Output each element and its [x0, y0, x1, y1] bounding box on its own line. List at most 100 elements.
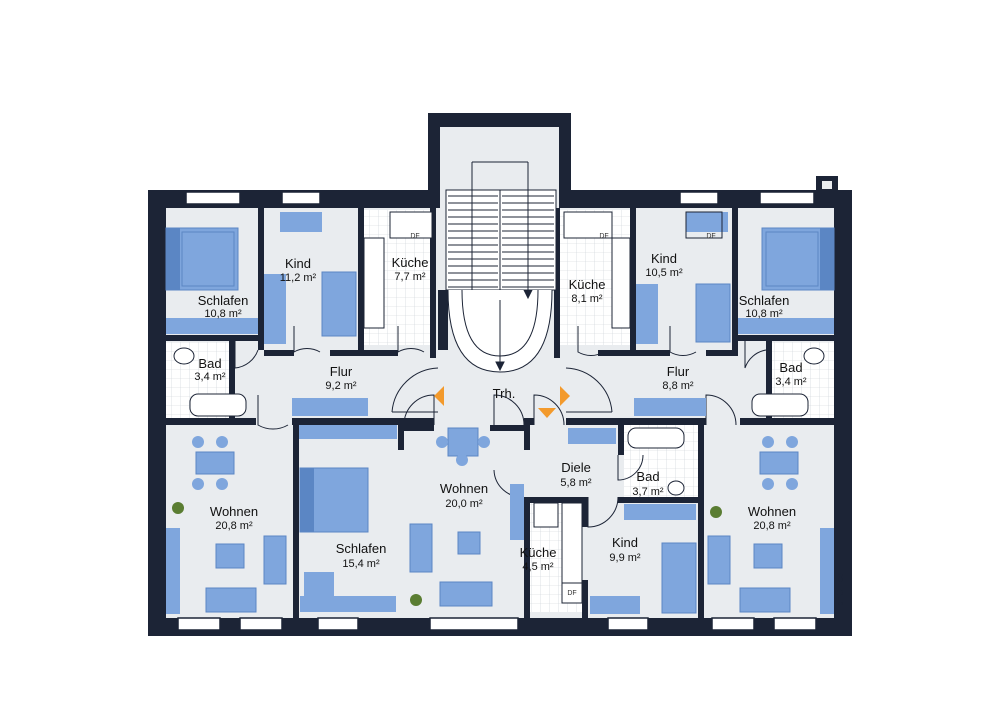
room-name-bad-right: Bad — [779, 360, 802, 375]
room-area-schlafen-mid: 15,4 m² — [342, 558, 380, 570]
room-name-schlafen-right: Schlafen — [739, 293, 790, 308]
coffee-table-left — [215, 543, 245, 569]
room-area-diele: 5,8 m² — [560, 477, 592, 489]
bathtub-mid — [627, 427, 685, 449]
stair-arrows — [434, 386, 570, 418]
wardrobe-kind-left — [264, 274, 286, 344]
counter-mid-top — [533, 502, 559, 528]
sofa-mid — [439, 581, 493, 607]
dining-set-left — [192, 436, 235, 490]
counter-left-top — [389, 211, 433, 239]
room-name-wohnen-mid: Wohnen — [440, 481, 488, 496]
room-name-kueche-left: Küche — [392, 255, 429, 270]
room-name-flur-left: Flur — [330, 364, 353, 379]
desk-kind-right — [686, 212, 728, 232]
bed-kind-left — [321, 271, 357, 337]
furniture — [165, 211, 835, 614]
df-label: DF — [567, 590, 576, 597]
room-area-kueche-left: 7,7 m² — [394, 271, 426, 283]
sofa-right-bottom — [739, 587, 791, 613]
room-area-kueche-mid: 4,5 m² — [522, 561, 554, 573]
tv-unit-mid — [510, 484, 524, 540]
bench-schlafen-mid — [300, 596, 396, 612]
df-label: DF — [599, 233, 608, 240]
wardrobe-schlafen-right — [738, 318, 834, 334]
room-name-kind-mid: Kind — [612, 535, 638, 550]
bed-schlafen-mid — [299, 467, 369, 533]
plant-left — [172, 502, 184, 514]
bathtub-left — [189, 393, 247, 417]
room-name-kueche-right: Küche — [569, 277, 606, 292]
df-label: DF — [706, 233, 715, 240]
bathtub-right — [751, 393, 809, 417]
toilet-left — [173, 347, 195, 365]
wardrobe-kind-mid — [624, 504, 696, 520]
room-name-kind-left: Kind — [285, 256, 311, 271]
dining-set-right — [759, 436, 799, 490]
desk-kind-left — [280, 212, 322, 232]
wardrobe-kind-right — [636, 284, 658, 344]
sofa-left-bottom — [205, 587, 257, 613]
sofa-right — [707, 535, 731, 585]
room-labels: Schlafen 10,8 m² Kind 11,2 m² Küche 7,7 … — [194, 251, 807, 573]
wardrobe-schlafen-mid — [299, 425, 397, 439]
room-area-flur-left: 9,2 m² — [325, 380, 357, 392]
room-name-wohnen-right: Wohnen — [748, 504, 796, 519]
onoffice-logo: onOffice — [835, 573, 845, 606]
desk-kind-mid — [590, 596, 640, 614]
doors — [234, 326, 767, 528]
room-area-wohnen-right: 20,8 m² — [753, 520, 791, 532]
room-area-kueche-right: 8,1 m² — [571, 293, 603, 305]
bed-schlafen-right — [761, 227, 835, 291]
room-area-bad-left: 3,4 m² — [194, 371, 226, 383]
room-area-wohnen-mid: 20,0 m² — [445, 498, 483, 510]
bed-kind-right — [695, 283, 731, 343]
df-labels: DF DF DF DF — [410, 233, 715, 597]
counter-kind-right — [685, 211, 723, 239]
room-name-schlafen-mid: Schlafen — [336, 541, 387, 556]
room-area-kind-left: 11,2 m² — [280, 272, 317, 284]
room-name-kind-right: Kind — [651, 251, 677, 266]
room-name-flur-right: Flur — [667, 364, 690, 379]
room-area-bad-right: 3,4 m² — [775, 376, 807, 388]
room-area-bad-mid: 3,7 m² — [632, 486, 664, 498]
room-name-trh: Trh. — [493, 386, 516, 401]
bed-kind-mid — [661, 542, 697, 614]
room-name-wohnen-left: Wohnen — [210, 504, 258, 519]
counter-right-top — [563, 211, 613, 239]
side-strip-right — [820, 528, 834, 614]
wardrobe-flur-left — [292, 398, 368, 416]
plant-mid — [410, 594, 422, 606]
bed-schlafen-left — [165, 227, 239, 291]
counter-mid — [561, 502, 583, 584]
plant-right — [710, 506, 722, 518]
room-name-diele: Diele — [561, 460, 591, 475]
wardrobe-diele — [568, 428, 616, 444]
wardrobe-schlafen-left — [166, 318, 258, 334]
room-area-schlafen-left: 10,8 m² — [204, 308, 242, 320]
armchair-mid — [409, 523, 433, 573]
room-area-schlafen-right: 10,8 m² — [745, 308, 783, 320]
room-name-schlafen-left: Schlafen — [198, 293, 249, 308]
side-strip-left — [166, 528, 180, 614]
room-area-kind-right: 10,5 m² — [645, 267, 683, 279]
staircase — [445, 161, 557, 373]
room-name-bad-mid: Bad — [636, 469, 659, 484]
coffee-table-mid — [457, 531, 481, 555]
toilet-right — [803, 347, 825, 365]
room-area-kind-mid: 9,9 m² — [609, 552, 641, 564]
coffee-table-right — [753, 543, 783, 569]
dining-set-mid — [436, 427, 490, 466]
room-area-flur-right: 8,8 m² — [662, 380, 694, 392]
sofa-left — [263, 535, 287, 585]
df-label: DF — [410, 233, 419, 240]
wardrobe-flur-right — [634, 398, 706, 416]
room-name-kueche-mid: Küche — [520, 545, 557, 560]
windows — [177, 191, 817, 631]
room-area-wohnen-left: 20,8 m² — [215, 520, 253, 532]
toilet-mid — [667, 480, 685, 496]
counter-right-side — [611, 237, 631, 329]
counter-left-side — [363, 237, 385, 329]
counter-mid-bottom — [561, 582, 583, 604]
